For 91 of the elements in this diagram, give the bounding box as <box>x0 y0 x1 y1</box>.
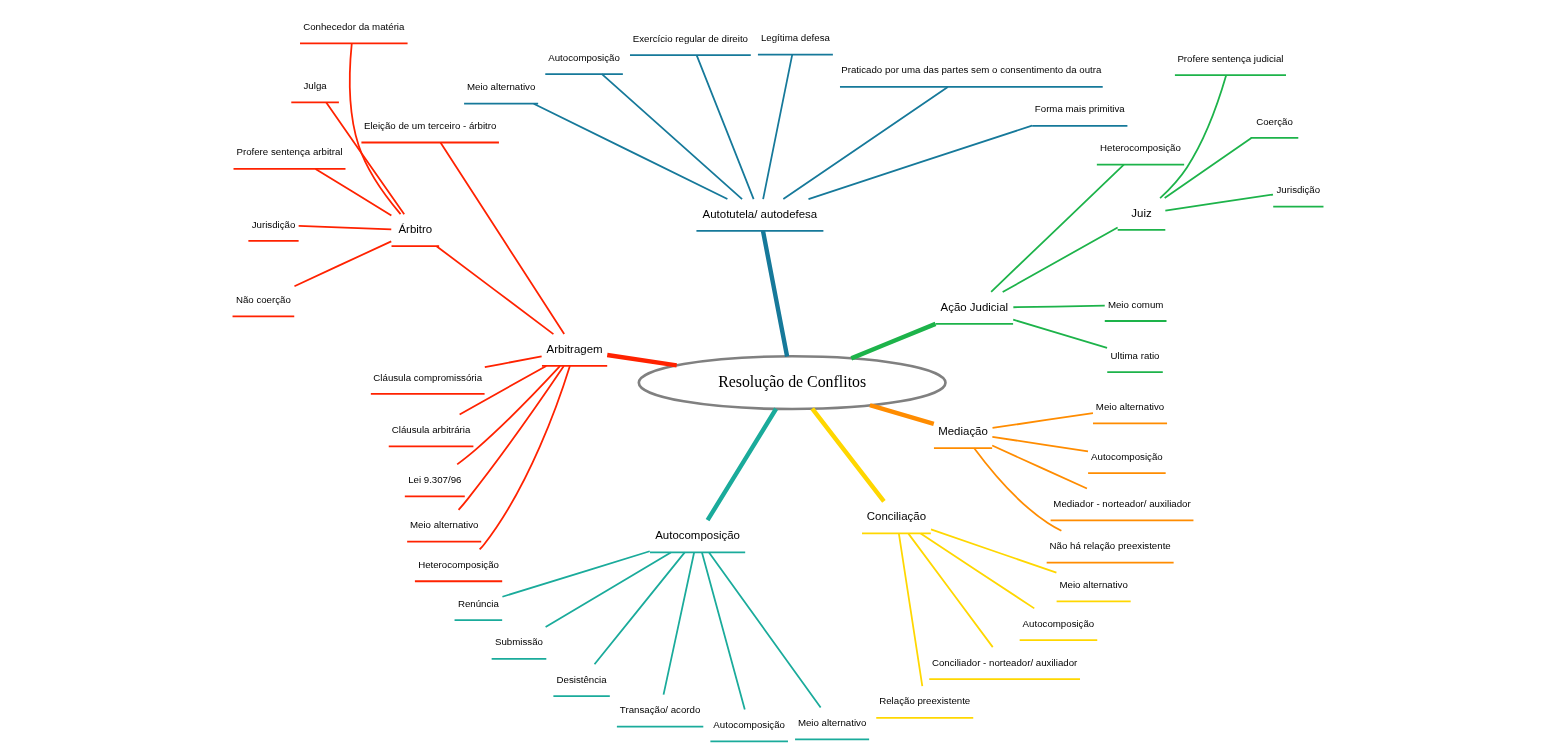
connector <box>810 407 886 503</box>
node-text: Conciliador - norteador/ auxiliador <box>931 656 1077 668</box>
connector <box>544 551 672 628</box>
connector <box>700 551 746 711</box>
connector <box>990 435 1089 453</box>
connector <box>705 407 778 522</box>
connector <box>439 141 565 335</box>
node-text: Profere sentença arbitral <box>235 146 343 158</box>
connector <box>662 551 695 696</box>
connector <box>458 365 547 416</box>
connector <box>1163 193 1274 212</box>
node-text: Meio alternativo <box>1095 401 1164 413</box>
connector <box>868 403 934 426</box>
node-text: Heterocomposição <box>417 558 499 570</box>
connector <box>532 102 728 200</box>
node-text: Jurisdição <box>251 218 295 230</box>
connector <box>314 168 392 217</box>
connector <box>457 365 565 511</box>
connector <box>455 365 561 466</box>
connector <box>1011 304 1106 309</box>
node-text: Desistência <box>556 673 607 685</box>
connector <box>348 42 401 215</box>
connector <box>600 73 743 200</box>
connector <box>695 54 754 200</box>
connector <box>760 230 789 357</box>
connector <box>483 355 542 369</box>
connector <box>907 532 994 649</box>
node-text: Autocomposição <box>654 529 740 542</box>
connector <box>989 163 1125 293</box>
connector <box>478 365 571 551</box>
node-text: Praticado por uma das partes sem o consentimento da outra <box>840 64 1101 76</box>
connector <box>991 412 1094 429</box>
connector <box>593 551 686 666</box>
node-text: Legítima defesa <box>760 32 830 44</box>
node-text: Mediação <box>937 425 988 438</box>
node-text: Meio alternativo <box>797 716 866 728</box>
node-text: Renúncia <box>457 597 499 609</box>
connector <box>1163 137 1252 199</box>
node-text: Lei 9.307/96 <box>407 473 461 485</box>
connector <box>929 528 1057 574</box>
connector <box>849 321 936 361</box>
connector <box>897 532 923 687</box>
node-text: Juiz <box>1130 207 1152 220</box>
connector <box>324 101 405 216</box>
node-text: Relação preexistente <box>878 695 970 707</box>
node-text: Jurisdição <box>1276 184 1320 196</box>
node-text: Meio alternativo <box>409 519 478 531</box>
node-text: Autocomposição <box>547 51 620 63</box>
node-text: Meio alternativo <box>466 81 535 93</box>
node-text: Árbitro <box>397 223 432 236</box>
node-text: Conhecedor da matéria <box>302 20 404 32</box>
connector <box>972 447 1062 532</box>
node-text: Não há relação preexistente <box>1049 540 1171 552</box>
connector <box>990 444 1088 490</box>
connector <box>1001 226 1118 293</box>
node-text: Arbitragem <box>546 343 603 356</box>
node-text: Autocomposição <box>712 718 785 730</box>
node-text: Forma mais primitiva <box>1034 103 1125 115</box>
node-text: Eleição de um terceiro - árbitro <box>363 120 496 132</box>
node-text: Autotutela/ autodefesa <box>702 208 817 221</box>
node-text: Coerção <box>1255 115 1293 127</box>
connector <box>781 86 949 200</box>
node-text: Meio comum <box>1107 298 1163 310</box>
node-text: Julga <box>303 80 327 92</box>
connector <box>606 352 677 368</box>
connector <box>761 53 793 200</box>
node-text: Conciliação <box>866 510 926 523</box>
node-text: Transação/ acordo <box>619 704 700 716</box>
connector <box>707 551 821 709</box>
node-text: Heterocomposição <box>1099 142 1181 154</box>
node-text: Autocomposição <box>1022 617 1094 629</box>
node-text: Exercício regular de direito <box>632 32 748 44</box>
node-text: Mediador - norteador/ auxiliador <box>1052 497 1191 509</box>
connector <box>919 532 1035 610</box>
connector <box>1158 74 1227 200</box>
node-text: Ultima ratio <box>1110 349 1160 361</box>
connector <box>501 550 651 598</box>
connector <box>1011 318 1108 349</box>
node-text: Meio alternativo <box>1058 578 1128 590</box>
node-text: Profere sentença judicial <box>1176 52 1284 64</box>
node-text: Cláusula compromissória <box>372 371 482 383</box>
node-text: Ação Judicial <box>940 300 1008 313</box>
connector <box>435 245 554 335</box>
node-text: Não coerção <box>235 294 291 306</box>
connector <box>297 225 392 231</box>
connector <box>293 240 392 288</box>
node-ellipse: Resolução de Conflitos <box>637 354 947 411</box>
node-text: Submissão <box>494 636 543 648</box>
node-text: Cláusula arbitrária <box>391 423 470 435</box>
node-text: Autocomposição <box>1090 450 1163 462</box>
connector <box>807 124 1033 200</box>
